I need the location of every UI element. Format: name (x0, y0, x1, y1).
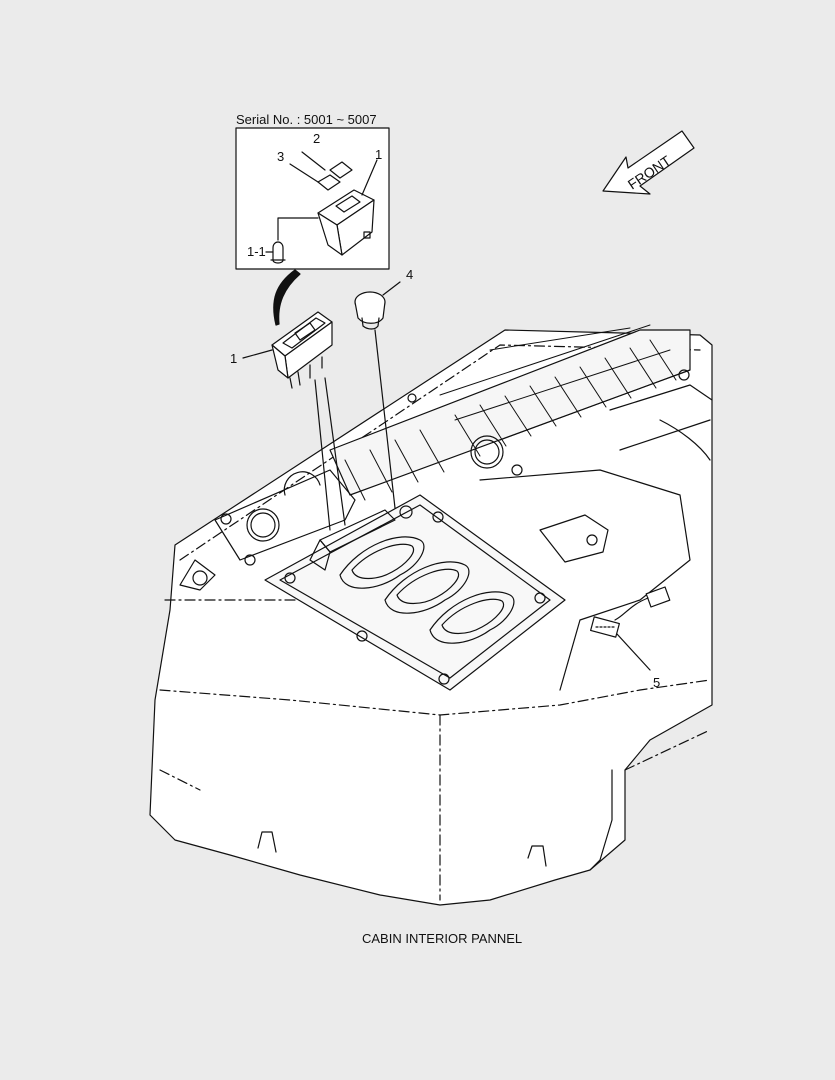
vent-grilles (329, 324, 691, 501)
leader-item-4 (382, 281, 401, 296)
rocker-switch-main (271, 311, 333, 389)
leader-knob-to-console (374, 329, 396, 509)
leader-switch-to-console (314, 377, 346, 531)
inset-detail-box (235, 127, 390, 270)
leader-item-5 (616, 633, 651, 671)
callout-inset-1-1: 1-1 (247, 244, 266, 259)
inset-pointer-arrow (273, 269, 301, 326)
callout-inset-2: 2 (313, 131, 321, 146)
left-gauge-area (179, 469, 356, 591)
leader-item-1 (242, 349, 273, 359)
callout-inset-1: 1 (375, 147, 383, 162)
serial-number-label: Serial No. : 5001 ~ 5007 (236, 112, 377, 127)
callout-main-5: 5 (653, 675, 661, 690)
bottom-notches (257, 831, 547, 867)
callout-main-4: 4 (406, 267, 414, 282)
callout-main-1: 1 (230, 351, 238, 366)
callout-inset-3: 3 (277, 149, 285, 164)
right-armrest (479, 384, 713, 691)
knob-main (354, 291, 386, 330)
lever-plate (264, 494, 566, 691)
front-arrow: FRONT (602, 130, 695, 195)
connector-harness (590, 586, 671, 638)
diagram-caption: CABIN INTERIOR PANNEL (362, 931, 523, 946)
